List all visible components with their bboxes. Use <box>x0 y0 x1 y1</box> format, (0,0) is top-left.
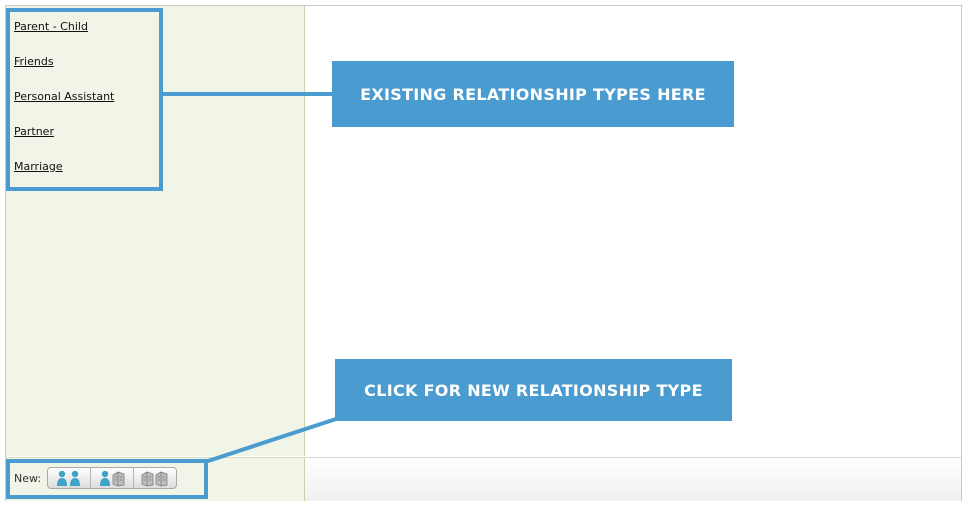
person-person-icon <box>57 470 81 486</box>
list-item: Friends <box>14 50 114 85</box>
new-type-callout: CLICK FOR NEW RELATIONSHIP TYPE <box>335 359 732 421</box>
relationship-type-parent-child[interactable]: Parent - Child <box>14 20 88 33</box>
list-item: Parent - Child <box>14 15 114 50</box>
relationship-type-list: Parent - Child Friends Personal Assistan… <box>14 15 114 190</box>
relationship-type-partner[interactable]: Partner <box>14 125 54 138</box>
relationship-types-sidebar <box>6 6 305 456</box>
existing-types-highlight-box <box>6 8 163 191</box>
new-person-person-button[interactable] <box>48 468 92 488</box>
new-relationship-toolbar: New: <box>14 467 178 489</box>
building-building-icon <box>141 471 168 487</box>
relationship-type-friends[interactable]: Friends <box>14 55 54 68</box>
new-relationship-button-group <box>47 467 178 489</box>
list-item: Marriage <box>14 155 114 190</box>
new-person-organization-button[interactable] <box>91 468 135 488</box>
person-building-icon <box>100 470 125 487</box>
main-footer <box>305 457 961 501</box>
new-organization-organization-button[interactable] <box>134 468 176 488</box>
new-type-highlight-box <box>6 459 208 499</box>
list-item: Partner <box>14 120 114 155</box>
new-label: New: <box>14 471 42 485</box>
existing-types-callout: EXISTING RELATIONSHIP TYPES HERE <box>332 61 734 127</box>
relationship-type-marriage[interactable]: Marriage <box>14 160 63 173</box>
list-item: Personal Assistant <box>14 85 114 120</box>
relationship-type-personal-assistant[interactable]: Personal Assistant <box>14 90 115 103</box>
